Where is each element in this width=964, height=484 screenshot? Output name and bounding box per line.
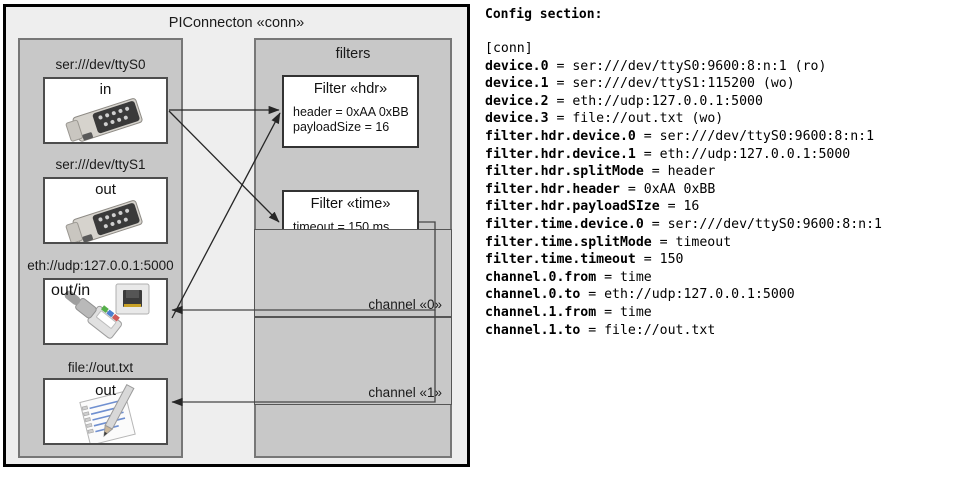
device-direction-ttyS0: in: [99, 81, 112, 98]
filter-prop: header = 0xAA 0xBB: [293, 105, 409, 119]
config-line: device.2 = eth://udp:127.0.0.1:5000: [485, 93, 763, 109]
device-label-eth: eth://udp:127.0.0.1:5000: [27, 258, 174, 273]
config-section-panel: Config section: [conn] device.0 = ser:///…: [478, 0, 964, 484]
config-line: device.3 = file://out.txt (wo): [485, 111, 724, 127]
filter-prop: payloadSize = 16: [293, 120, 390, 134]
ethernet-rj45-icon: [64, 283, 150, 339]
device-direction-eth: out/in: [51, 282, 91, 299]
serial-db9-connector-icon: [65, 98, 143, 142]
config-line: filter.hdr.payloadSIze = 16: [485, 199, 700, 215]
filter-props-hdr: header = 0xAA 0xBB payloadSize = 16: [293, 105, 409, 135]
device-box-eth[interactable]: out/in: [43, 278, 168, 345]
config-line: channel.0.to = eth://udp:127.0.0.1:5000: [485, 287, 795, 303]
config-line: filter.time.timeout = 150: [485, 252, 684, 268]
architecture-diagram: PIConnecton «conn» filters ser:///dev/tt…: [0, 0, 478, 484]
config-line: filter.time.splitMode = timeout: [485, 234, 732, 250]
config-line: filter.hdr.device.0 = ser:///dev/ttyS0:9…: [485, 128, 875, 144]
config-line: [conn]: [485, 41, 533, 56]
config-line: channel.1.from = time: [485, 304, 652, 320]
text-file-pencil-icon: [79, 384, 136, 443]
channel-label-0: channel «0»: [368, 297, 442, 312]
config-line: device.1 = ser:///dev/ttyS1:115200 (wo): [485, 76, 795, 92]
device-box-ttyS0[interactable]: in: [43, 77, 168, 144]
device-label-ttyS1: ser:///dev/ttyS1: [55, 157, 146, 172]
channel-box-1[interactable]: channel «1»: [254, 317, 452, 405]
config-line: filter.hdr.device.1 = eth://udp:127.0.0.…: [485, 146, 851, 162]
device-box-ttyS1[interactable]: out: [43, 177, 168, 244]
filter-title-time: Filter «time»: [310, 196, 391, 212]
config-line: channel.1.to = file://out.txt: [485, 322, 716, 338]
diagram-title: PIConnecton «conn»: [168, 15, 305, 31]
config-line: filter.hdr.splitMode = header: [485, 164, 716, 180]
config-section-body: [conn] device.0 = ser:///dev/ttyS0:9600:8…: [485, 40, 882, 339]
device-label-ttyS0: ser:///dev/ttyS0: [55, 57, 146, 72]
filter-title-hdr: Filter «hdr»: [313, 81, 388, 97]
device-box-file[interactable]: out: [43, 378, 168, 445]
config-line: filter.time.device.0 = ser:///dev/ttyS0:…: [485, 216, 882, 232]
config-section-heading: Config section:: [485, 7, 603, 22]
channel-box-0[interactable]: channel «0»: [254, 229, 452, 317]
device-direction-file: out: [95, 382, 116, 399]
device-direction-ttyS1: out: [95, 181, 116, 198]
config-line: filter.hdr.header = 0xAA 0xBB: [485, 181, 716, 197]
config-line: channel.0.from = time: [485, 269, 652, 285]
device-label-file: file://out.txt: [67, 360, 134, 375]
channel-label-1: channel «1»: [368, 385, 442, 400]
serial-db9-connector-icon: [65, 200, 143, 242]
filter-box-hdr[interactable]: Filter «hdr» header = 0xAA 0xBB payloadS…: [282, 75, 419, 148]
filters-group-title: filters: [335, 46, 371, 62]
config-line: device.0 = ser:///dev/ttyS0:9600:8:n:1 (…: [485, 58, 827, 74]
